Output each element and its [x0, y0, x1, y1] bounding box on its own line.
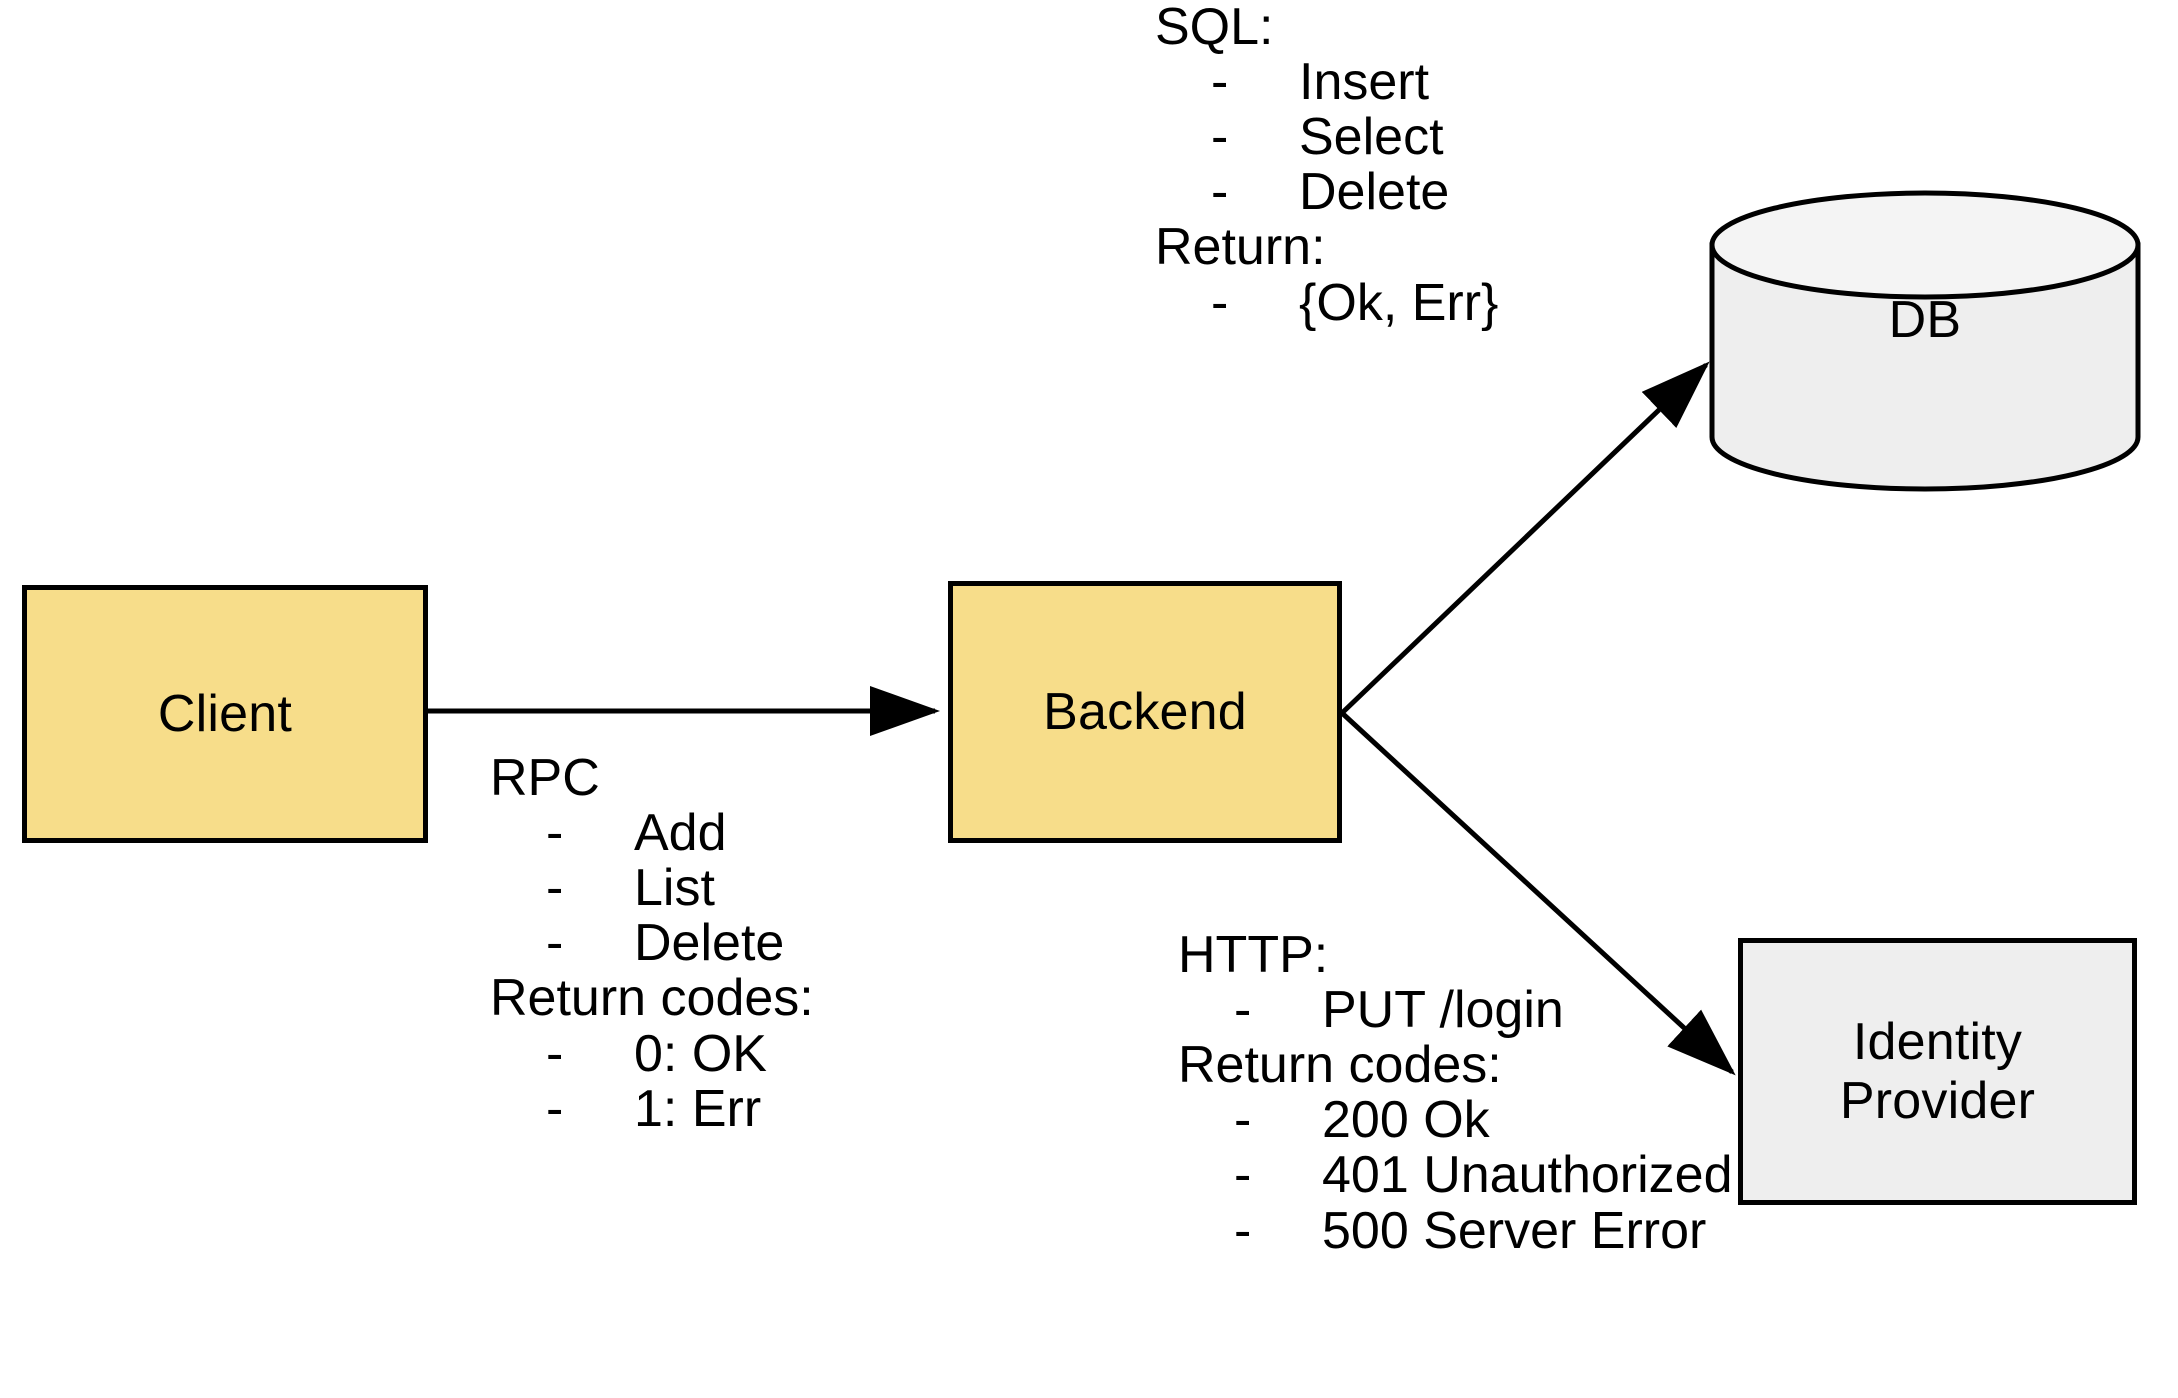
annotation-rpc-method: - Add	[490, 804, 814, 863]
bullet-dash: -	[546, 1024, 564, 1083]
annotation-http-protocol: HTTP:	[1178, 926, 1329, 984]
annotation-http-return-label: 401 Unauthorized	[1322, 1146, 1733, 1205]
annotation-rpc-method-label: List	[634, 859, 715, 918]
annotation-sql-method-label: Select	[1299, 108, 1444, 167]
annotation-rpc-return-label: 1: Err	[634, 1079, 762, 1138]
node-identity-provider[interactable]: Identity Provider	[1738, 938, 2137, 1205]
bullet-dash: -	[1234, 1091, 1252, 1150]
annotation-sql-return: - {Ok, Err}	[1155, 273, 1499, 332]
node-client[interactable]: Client	[22, 585, 428, 843]
annotation-sql-method: - Select	[1155, 110, 1498, 165]
bullet-dash: -	[1211, 108, 1229, 167]
bullet-dash: -	[546, 1079, 564, 1138]
annotation-rpc-method: - List	[490, 861, 814, 916]
annotation-sql: SQL: - Insert - Select - Delete Return: - {O…	[1155, 0, 1498, 331]
bullet-dash: -	[1234, 1146, 1252, 1205]
bullet-dash: -	[546, 914, 564, 973]
annotation-rpc: RPC - Add - List - Delete Return codes: - 0:…	[490, 749, 814, 1138]
edge-backend-to-idp	[1340, 711, 1736, 1076]
annotation-sql-returns-heading: Return:	[1155, 218, 1326, 277]
annotation-sql-protocol: SQL:	[1155, 0, 1274, 56]
annotation-rpc-return-label: 0: OK	[634, 1024, 767, 1083]
node-client-label: Client	[157, 684, 293, 743]
bullet-dash: -	[1211, 163, 1229, 222]
annotation-http: HTTP: -PUT /login Return codes: -200 Ok …	[1178, 926, 1733, 1260]
annotation-sql-method-label: Delete	[1299, 163, 1450, 222]
annotation-rpc-return: - 1: Err	[490, 1079, 814, 1138]
bullet-dash: -	[1211, 53, 1229, 112]
annotation-rpc-protocol: RPC	[490, 749, 600, 807]
annotation-rpc-return: - 0: OK	[490, 1024, 814, 1083]
annotation-http-return: - 200 Ok	[1178, 1093, 1733, 1148]
annotation-sql-return-label: {Ok, Err}	[1299, 273, 1499, 332]
annotation-sql-method: - Delete	[1155, 165, 1498, 220]
annotation-http-return-label: 500 Server Error	[1322, 1201, 1707, 1260]
bullet-dash: -	[1234, 981, 1252, 1040]
node-backend-label: Backend	[1043, 682, 1247, 741]
edge-backend-to-db	[1340, 361, 1710, 715]
annotation-http-return-label: 200 Ok	[1322, 1091, 1490, 1150]
annotation-rpc-returns-heading: Return codes:	[490, 969, 814, 1028]
annotation-rpc-method-label: Delete	[634, 914, 785, 973]
annotation-http-method: - PUT /login	[1178, 981, 1733, 1040]
annotation-http-return: - 500 Server Error	[1178, 1201, 1733, 1260]
bullet-dash: -	[1211, 273, 1229, 332]
annotation-http-return: - 401 Unauthorized	[1178, 1148, 1733, 1203]
node-identity-provider-label: Identity Provider	[1839, 1013, 2036, 1130]
db-cylinder-shape	[1709, 190, 2141, 492]
bullet-dash: -	[546, 859, 564, 918]
annotation-http-returns-heading: Return codes:	[1178, 1036, 1502, 1095]
bullet-dash: -	[1234, 1201, 1252, 1260]
annotation-sql-method-label: Insert	[1299, 53, 1430, 112]
annotation-http-method-label: PUT /login	[1322, 981, 1564, 1040]
annotation-rpc-method-label: Add	[634, 804, 727, 863]
bullet-dash: -	[546, 804, 564, 863]
node-backend[interactable]: Backend	[948, 581, 1342, 843]
annotation-rpc-method: - Delete	[490, 916, 814, 971]
annotation-sql-method: - Insert	[1155, 53, 1498, 112]
